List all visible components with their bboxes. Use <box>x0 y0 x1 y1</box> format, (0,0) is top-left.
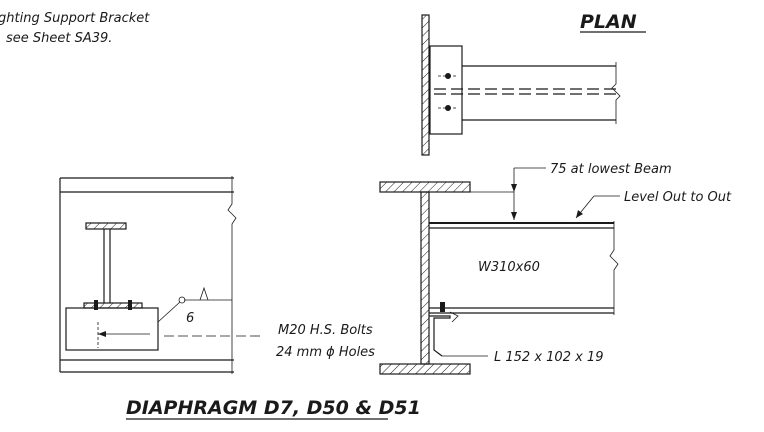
bolts-note-line2: 24 mm ϕ Holes <box>276 345 375 360</box>
level-note: Level Out to Out <box>624 190 732 205</box>
girder-top-flange <box>379 181 471 193</box>
section-bolt <box>94 300 98 310</box>
weld-size: 6 <box>186 311 194 326</box>
bolts-note-line1: M20 H.S. Bolts <box>278 323 373 338</box>
beam-connection-view <box>379 167 620 375</box>
clearance-note: 75 at lowest Beam <box>550 162 672 177</box>
angle-box <box>65 307 159 351</box>
plan-bracket-plate <box>429 45 463 135</box>
girder-bottom-flange <box>379 363 471 375</box>
girder-web <box>420 191 430 365</box>
plan-wall <box>421 14 430 156</box>
angle-note: L 152 x 102 x 19 <box>494 350 603 365</box>
bracket-note-line1: ghting Support Bracket <box>0 11 150 26</box>
tee-flange <box>85 222 127 230</box>
bracket-note-line2: see Sheet SA39. <box>6 31 112 46</box>
section-bolt <box>128 300 132 310</box>
diaphragm-title: DIAPHRAGM D7, D50 & D51 <box>126 397 421 419</box>
plan-view <box>421 14 621 156</box>
connection-angle <box>429 315 451 357</box>
diaphragm-section-view <box>59 176 237 374</box>
bearing-plate <box>83 302 143 309</box>
plan-title: PLAN <box>580 11 637 33</box>
beam-size-label: W310x60 <box>478 260 540 275</box>
